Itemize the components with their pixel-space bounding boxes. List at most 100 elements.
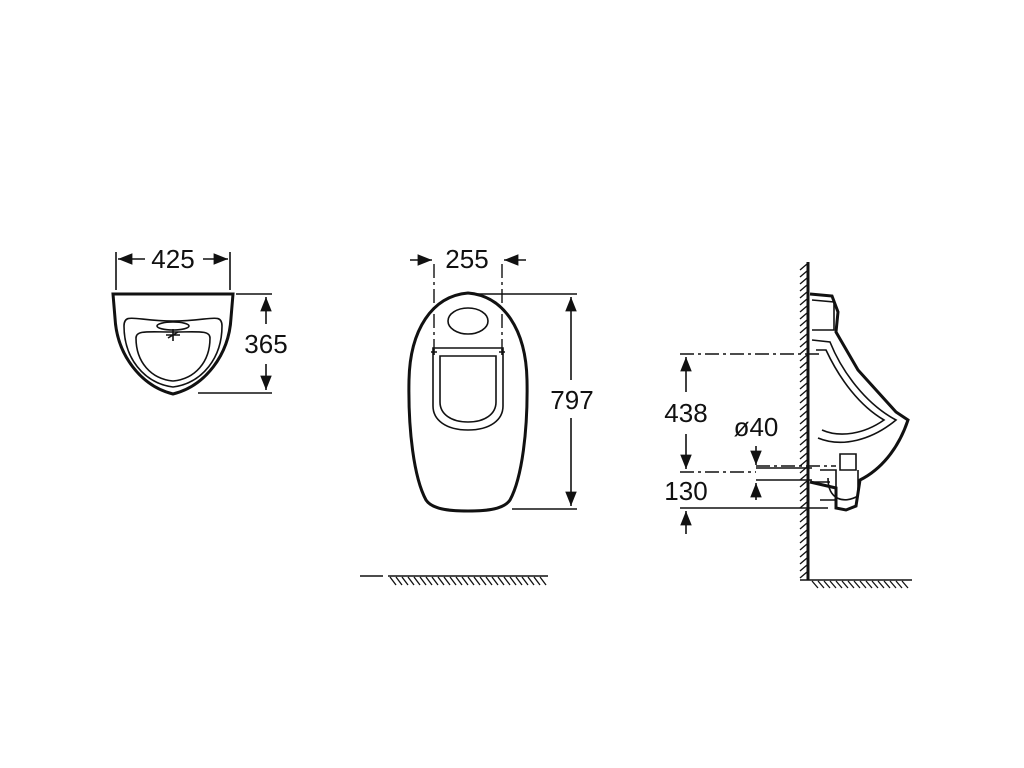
hatch-line bbox=[437, 576, 445, 586]
hatch-line bbox=[799, 298, 808, 306]
hatch-line bbox=[799, 389, 808, 397]
hatch-line bbox=[799, 487, 808, 495]
hatch-line bbox=[799, 459, 808, 467]
hatch-line bbox=[799, 382, 808, 390]
hatch-line bbox=[509, 576, 517, 586]
outlet-label: ø40 bbox=[734, 412, 779, 442]
hatch-line bbox=[395, 576, 403, 586]
hatch-line bbox=[799, 333, 808, 341]
hatch-line bbox=[799, 515, 808, 523]
hatch-line bbox=[799, 263, 808, 271]
hatch-line bbox=[799, 305, 808, 313]
hatch-line bbox=[811, 580, 819, 589]
hatch-line bbox=[859, 580, 867, 589]
hatch-line bbox=[799, 494, 808, 502]
dimension-365: 365 bbox=[198, 293, 288, 394]
hatch-line bbox=[533, 576, 541, 586]
hatch-line bbox=[883, 580, 891, 589]
hatch-line bbox=[479, 576, 487, 586]
outlet-pipe bbox=[756, 465, 836, 481]
hatch-line bbox=[461, 576, 469, 586]
hatch-line bbox=[799, 543, 808, 551]
hatch-line bbox=[829, 580, 837, 589]
hatch-line bbox=[799, 368, 808, 376]
dimension-255: 255 bbox=[410, 244, 526, 350]
hatch-line bbox=[799, 354, 808, 362]
hatch-line bbox=[799, 340, 808, 348]
hatch-line bbox=[799, 431, 808, 439]
hatch-line bbox=[853, 580, 861, 589]
hatch-line bbox=[527, 576, 535, 586]
hatch-line bbox=[497, 576, 505, 586]
height-label: 438 bbox=[664, 398, 707, 428]
floor-line bbox=[360, 575, 548, 586]
hatch-line bbox=[817, 580, 825, 589]
hatch-line bbox=[823, 580, 831, 589]
hatch-line bbox=[449, 576, 457, 586]
hatch-line bbox=[503, 576, 511, 586]
hatch-line bbox=[799, 424, 808, 432]
hatch-line bbox=[871, 580, 879, 589]
hatch-line bbox=[799, 291, 808, 299]
hatch-line bbox=[467, 576, 475, 586]
hatch-line bbox=[799, 508, 808, 516]
hatch-line bbox=[799, 319, 808, 327]
hatch-line bbox=[895, 580, 903, 589]
hatch-line bbox=[491, 576, 499, 586]
hatch-line bbox=[431, 576, 439, 586]
dimension-438: 438 bbox=[664, 353, 822, 473]
height-label: 797 bbox=[550, 385, 593, 415]
hatch-line bbox=[799, 417, 808, 425]
hatch-line bbox=[799, 375, 808, 383]
hatch-line bbox=[401, 576, 409, 586]
width-label: 425 bbox=[151, 244, 194, 274]
dimension-130: 130 bbox=[664, 476, 828, 534]
hatch-line bbox=[521, 576, 529, 586]
hatch-line bbox=[799, 480, 808, 488]
side-view: 438 ø40 130 bbox=[664, 262, 912, 589]
hatch-line bbox=[413, 576, 421, 586]
hatch-line bbox=[455, 576, 463, 586]
hatch-line bbox=[473, 576, 481, 586]
dimension-425: 425 bbox=[115, 244, 231, 290]
hatch-line bbox=[799, 557, 808, 565]
hatch-line bbox=[799, 571, 808, 579]
hatch-line bbox=[407, 576, 415, 586]
hatch-line bbox=[799, 501, 808, 509]
hatch-line bbox=[847, 580, 855, 589]
hatch-line bbox=[799, 277, 808, 285]
hatch-line bbox=[485, 576, 493, 586]
urinal-front-outline bbox=[407, 291, 529, 513]
hatch-line bbox=[539, 576, 547, 586]
hatch-line bbox=[799, 550, 808, 558]
hatch-line bbox=[799, 326, 808, 334]
dimension-diameter: ø40 bbox=[734, 412, 779, 500]
top-view: 425 365 bbox=[111, 244, 288, 396]
hatch-line bbox=[799, 445, 808, 453]
width-label: 255 bbox=[445, 244, 488, 274]
hatch-line bbox=[425, 576, 433, 586]
hatch-line bbox=[799, 410, 808, 418]
dimension-797: 797 bbox=[472, 293, 594, 510]
urinal-side-outline bbox=[809, 292, 910, 512]
hatch-line bbox=[799, 270, 808, 278]
hatch-line bbox=[799, 361, 808, 369]
hatch-line bbox=[799, 529, 808, 537]
hatch-line bbox=[799, 452, 808, 460]
hatch-line bbox=[799, 536, 808, 544]
hatch-line bbox=[865, 580, 873, 589]
hatch-line bbox=[889, 580, 897, 589]
hatch-line bbox=[799, 473, 808, 481]
wall bbox=[799, 262, 912, 589]
hatch-line bbox=[835, 580, 843, 589]
hatch-line bbox=[877, 580, 885, 589]
hatch-line bbox=[799, 284, 808, 292]
hatch-line bbox=[841, 580, 849, 589]
hatch-line bbox=[515, 576, 523, 586]
hatch-line bbox=[799, 403, 808, 411]
hatch-line bbox=[799, 396, 808, 404]
hatch-line bbox=[901, 580, 909, 589]
hatch-line bbox=[799, 347, 808, 355]
hatch-line bbox=[799, 564, 808, 572]
depth-label: 365 bbox=[244, 329, 287, 359]
